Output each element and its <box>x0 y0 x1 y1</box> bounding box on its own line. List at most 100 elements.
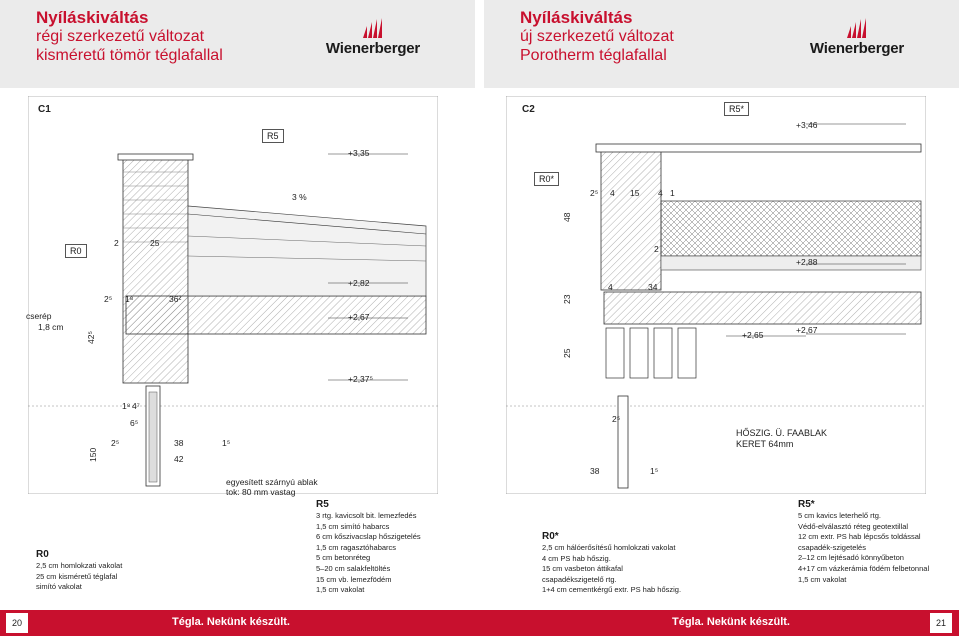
left-dim-25b: 2⁵ <box>104 294 113 304</box>
left-level-2: +2,82 <box>348 278 370 288</box>
left-legend-r0-line: 25 cm kisméretű téglafal <box>36 571 118 581</box>
left-legend-r5-title: R5 <box>316 499 329 510</box>
left-dim-18: 1⁸ <box>125 294 134 304</box>
left-cserep: cserép <box>26 311 52 321</box>
left-dim-18b: 1⁸ <box>122 401 131 411</box>
left-slogan: Tégla. Nekünk készült. <box>172 616 290 628</box>
brand-mark-icon <box>363 18 382 38</box>
left-legend-r5-line: 5 cm betonréteg <box>316 553 371 563</box>
right-legend-r5-line: 5 cm kavics leterhelő rtg. <box>798 511 881 520</box>
right-legend-r0-line: csapadékszigetelő rtg. <box>542 574 617 584</box>
right-subtitle-1: új szerkezetű változat <box>520 28 674 45</box>
right-dim-4b: 4 <box>658 188 663 198</box>
left-tag-r0: R0 <box>65 244 87 258</box>
right-legend-r0-line: 1+4 cm cementkérgű extr. PS hab hőszig. <box>542 585 682 595</box>
right-dim-48: 48 <box>562 212 572 222</box>
left-legend-r5-line: 5–20 cm salakfeltöltés <box>316 563 391 573</box>
right-level-2: +2,88 <box>796 257 818 267</box>
right-page-number: 21 <box>930 613 952 633</box>
right-tag-r5: R5* <box>724 102 750 116</box>
left-legend-r5-line: 15 cm vb. lemezfödém <box>316 574 392 584</box>
right-tag-r0: R0* <box>534 172 560 186</box>
right-dim-15: 15 <box>630 188 640 198</box>
left-cserep-2: 1,8 cm <box>38 322 64 332</box>
right-legend-r0: R0* 2,5 cm hálóerősítésű homlokzati vako… <box>542 530 681 596</box>
right-window-note-2: KERET 64mm <box>736 439 794 449</box>
right-dim-25: 2⁵ <box>590 188 599 198</box>
right-legend-r5: R5* 5 cm kavics leterhelő rtg. Védő-elvá… <box>798 498 929 585</box>
right-slogan: Tégla. Nekünk készült. <box>672 616 790 628</box>
left-legend-r5-line: 6 cm kőszivacslap hőszigetelés <box>316 532 421 542</box>
left-legend-r0-line: simító vakolat <box>36 582 82 592</box>
right-dim-38: 1⁵ <box>650 466 659 476</box>
left-page-number: 20 <box>6 613 28 633</box>
left-slope: 3 % <box>292 192 307 202</box>
left-brand-logo: Wienerberger <box>317 18 429 58</box>
left-tag-r5: R5 <box>262 129 284 143</box>
right-dim-1: 1 <box>670 188 675 198</box>
right-level-1: +3,46 <box>796 120 818 130</box>
left-dim-42: 42 <box>174 454 184 464</box>
right-legend-r5-line: Védő-elválasztó réteg geotextillal <box>798 521 909 531</box>
footer-bar <box>0 610 959 636</box>
left-level-3: +2,67 <box>348 312 370 322</box>
left-legend-r5-line: 1,5 cm simító habarcs <box>316 521 390 531</box>
left-cserep-dim: 42⁵ <box>86 331 96 344</box>
right-legend-r5-line: 2–12 cm lejtésadó könnyűbeton <box>798 553 904 563</box>
left-legend-r0-line: 2,5 cm homlokzati vakolat <box>36 561 123 570</box>
left-dim-47: 4⁷ <box>132 401 140 411</box>
right-drawing: R5* R0* +3,46 +2,88 +2,65 +2,67 2⁵ 4 15 … <box>505 95 927 495</box>
right-legend-r5-line: 1,5 cm vakolat <box>798 574 847 584</box>
right-legend-r0-title: R0* <box>542 531 559 542</box>
left-legend-r5-line: 3 rtg. kavicsolt bit. lemezfedés <box>316 511 417 520</box>
left-level-1: +3,35 <box>348 148 370 158</box>
right-window-note-1: HŐSZIG. Ü. FAABLAK <box>736 428 828 438</box>
left-dim-362: 36² <box>169 294 182 304</box>
right-level-4: +2,67 <box>796 325 818 335</box>
left-legend-r5-line: 1,5 cm vakolat <box>316 585 365 595</box>
left-detail-code: C1 <box>38 104 51 115</box>
left-legend-r5: R5 3 rtg. kavicsolt bit. lemezfedés 1,5 … <box>316 498 421 596</box>
left-title: Nyíláskiváltás <box>36 8 149 27</box>
right-subtitle-2: Porotherm téglafallal <box>520 47 667 64</box>
right-dim-4c: 4 <box>608 282 613 292</box>
left-dim-25c: 2⁵ <box>111 438 120 448</box>
left-subtitle-2: kisméretű tömör téglafallal <box>36 47 223 64</box>
left-window-note-1: egyesített szárnyú ablak <box>226 477 318 487</box>
left-dim-2: 2 <box>114 238 119 248</box>
right-dim-25b: 25 <box>562 348 572 358</box>
right-legend-r0-line: 15 cm vasbeton áttikafal <box>542 564 623 574</box>
left-dim-15: 1⁵ <box>222 438 231 448</box>
left-level-4: +2,37⁵ <box>348 374 374 384</box>
brand-mark-icon <box>847 18 866 38</box>
right-legend-r0-line: 4 cm PS hab hőszig. <box>542 553 611 563</box>
right-legend-r0-line: 2,5 cm hálóerősítésű homlokzati vakolat <box>542 543 676 552</box>
right-brand-logo: Wienerberger <box>801 18 913 58</box>
right-legend-r5-line: csapadék-szigetelés <box>798 542 866 552</box>
right-dim-23: 23 <box>562 294 572 304</box>
left-page: Nyíláskiváltás régi szerkezetű változat … <box>0 0 475 610</box>
left-window-note-2: tok: 80 mm vastag <box>226 487 296 497</box>
left-dim-25: 25 <box>150 238 160 248</box>
left-dim-150: 150 <box>88 447 98 462</box>
right-brand-name: Wienerberger <box>809 40 905 57</box>
left-brand-name: Wienerberger <box>325 40 421 57</box>
left-dim-65: 6⁵ <box>130 418 139 428</box>
right-title: Nyíláskiváltás <box>520 8 633 27</box>
right-dim-2: 2 <box>654 244 659 254</box>
right-section-drawing <box>505 95 927 495</box>
right-legend-r5-line: 12 cm extr. PS hab lépcsős toldással <box>798 532 921 542</box>
left-legend-r5-line: 1,5 cm ragasztóhabarcs <box>316 542 397 552</box>
right-legend-r5-line: 4+17 cm vázkerámia födém felbetonnal <box>798 563 930 573</box>
right-page: Nyíláskiváltás új szerkezetű változat Po… <box>484 0 959 610</box>
right-dim-34: 34 <box>648 282 658 292</box>
left-drawing: R5 R0 +3,35 +2,82 +2,67 +2,37⁵ 3 % cseré… <box>26 95 439 497</box>
right-dim-4: 4 <box>610 188 615 198</box>
right-dim-8: 2⁵ <box>612 414 621 424</box>
right-legend-r5-title: R5* <box>798 499 815 510</box>
left-header: Nyíláskiváltás régi szerkezetű változat … <box>0 0 475 88</box>
left-section-drawing <box>27 95 439 495</box>
left-legend-r0-title: R0 <box>36 549 49 560</box>
right-header: Nyíláskiváltás új szerkezetű változat Po… <box>484 0 959 88</box>
left-subtitle-1: régi szerkezetű változat <box>36 28 205 45</box>
